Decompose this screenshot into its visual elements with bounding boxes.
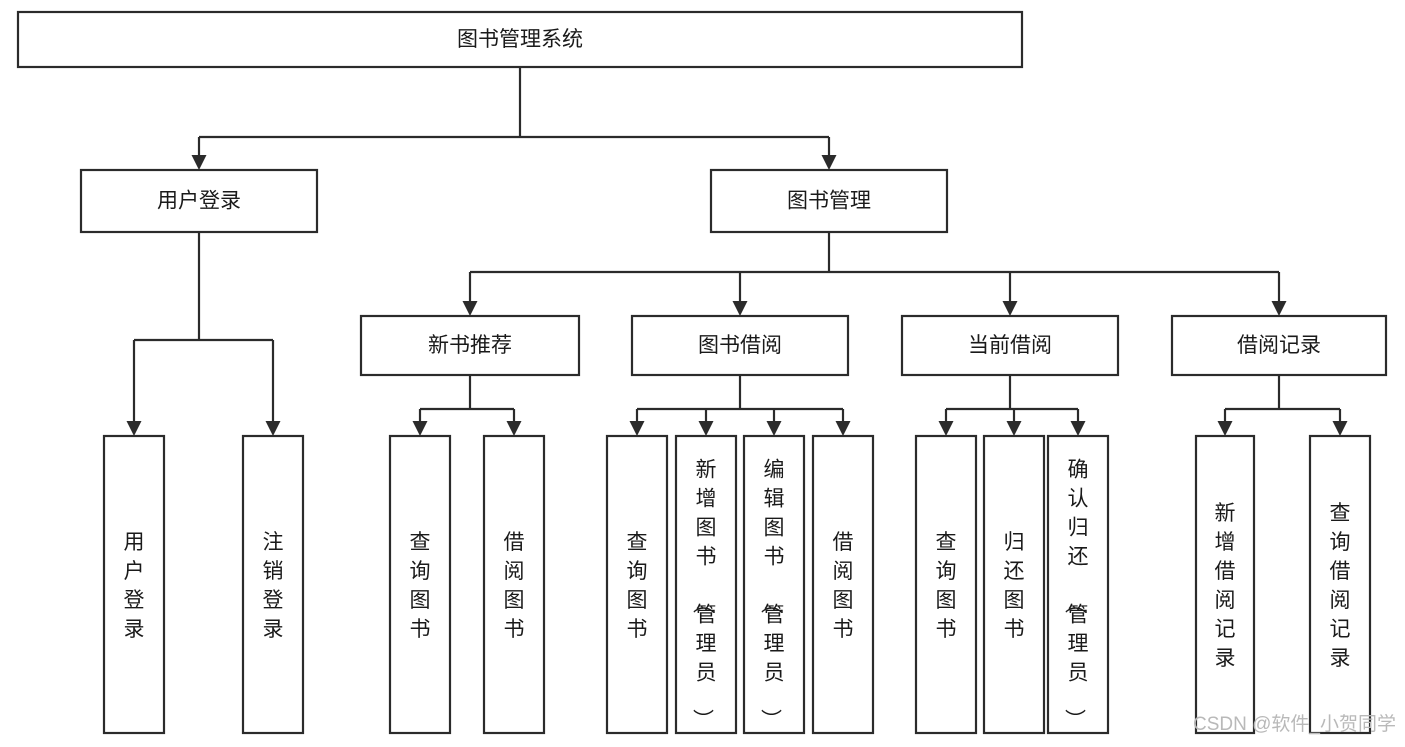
- node-e5809fe99885e59bbee4b9a6[interactable]: 借阅图书: [811, 434, 875, 735]
- node-box[interactable]: [16, 10, 1024, 69]
- node-e696b0e5a29ee59bbee4b9a6[interactable]: 新增图书（管理员）: [674, 434, 738, 735]
- node-label: 新增图书（管理员）: [691, 459, 717, 730]
- node-box[interactable]: [1170, 314, 1388, 377]
- node-box[interactable]: [388, 434, 452, 735]
- node-e69fa5e8afa2e59bbee4b9a6[interactable]: 查询图书: [605, 434, 669, 735]
- node-e5809fe99885e8aeb0e5bd95[interactable]: 借阅记录: [1170, 314, 1388, 377]
- node-label: 查询图书: [410, 531, 431, 641]
- node-label: 用户登录: [157, 190, 241, 213]
- node-e59bbee4b9a6e5809fe99885[interactable]: 图书借阅: [630, 314, 850, 377]
- arrow-head-icon: [1002, 301, 1018, 316]
- node-label: 查询图书: [627, 531, 648, 641]
- node-e794a8e688b7e799bbe5bd95[interactable]: 用户登录: [79, 168, 319, 234]
- node-label: 归还图书: [1004, 531, 1025, 641]
- node-label: 借阅记录: [1237, 334, 1321, 357]
- node-e696b0e4b9a6e68ea8e88d90[interactable]: 新书推荐: [359, 314, 581, 377]
- node-e59bbee4b9a6e7aea1e79086[interactable]: 图书管理系统: [16, 10, 1024, 69]
- arrow-head-icon: [821, 155, 837, 170]
- arrow-head-icon: [938, 421, 954, 436]
- node-box[interactable]: [241, 434, 305, 735]
- node-e69fa5e8afa2e59bbee4b9a6[interactable]: 查询图书: [388, 434, 452, 735]
- node-box[interactable]: [982, 434, 1046, 735]
- node-label: 图书管理系统: [457, 28, 583, 51]
- node-e5809fe99885e59bbee4b9a6[interactable]: 借阅图书: [482, 434, 546, 735]
- node-e5bd93e5898de5809fe99885[interactable]: 当前借阅: [900, 314, 1120, 377]
- node-box[interactable]: [900, 314, 1120, 377]
- arrow-head-icon: [1217, 421, 1233, 436]
- node-label: 当前借阅: [968, 334, 1052, 357]
- arrow-head-icon: [1006, 421, 1022, 436]
- arrow-head-icon: [766, 421, 782, 436]
- arrow-head-icon: [126, 421, 142, 436]
- arrow-head-icon: [698, 421, 714, 436]
- watermark-label: CSDN @软件_小贺同学: [1193, 713, 1396, 735]
- node-e7bc96e8be91e59bbee4b9a6[interactable]: 编辑图书（管理员）: [742, 434, 806, 735]
- node-box[interactable]: [630, 314, 850, 377]
- node-label: 借阅图书: [833, 531, 854, 641]
- node-e69fa5e8afa2e59bbee4b9a6[interactable]: 查询图书: [914, 434, 978, 735]
- node-box[interactable]: [79, 168, 319, 234]
- arrow-head-icon: [265, 421, 281, 436]
- node-box[interactable]: [811, 434, 875, 735]
- node-label: 借阅图书: [504, 531, 525, 641]
- node-box[interactable]: [102, 434, 166, 735]
- arrow-head-icon: [462, 301, 478, 316]
- node-box[interactable]: [1194, 434, 1256, 735]
- arrow-head-icon: [191, 155, 207, 170]
- node-box[interactable]: [359, 314, 581, 377]
- node-label: 图书借阅: [698, 334, 782, 357]
- node-e696b0e5a29ee5809fe99885[interactable]: 新增借阅记录: [1194, 434, 1256, 735]
- node-label: 查询借阅记录: [1330, 502, 1351, 670]
- node-e7a1aee8aea4e5bd92e8bf98[interactable]: 确认归还（管理员）: [1046, 434, 1110, 735]
- connector-layer: [126, 67, 1348, 436]
- node-box[interactable]: [914, 434, 978, 735]
- node-label: 新增借阅记录: [1215, 502, 1236, 670]
- node-e6b3a8e99480e799bbe5bd95[interactable]: 注销登录: [241, 434, 305, 735]
- node-label: 用户登录: [124, 531, 145, 641]
- arrow-head-icon: [506, 421, 522, 436]
- node-label: 编辑图书（管理员）: [759, 459, 785, 730]
- arrow-head-icon: [629, 421, 645, 436]
- node-e69fa5e8afa2e5809fe99885[interactable]: 查询借阅记录: [1308, 434, 1372, 735]
- node-e5bd92e8bf98e59bbee4b9a6[interactable]: 归还图书: [982, 434, 1046, 735]
- node-e794a8e688b7e799bbe5bd95[interactable]: 用户登录: [102, 434, 166, 735]
- node-label: 查询图书: [936, 531, 957, 641]
- node-label: 新书推荐: [428, 334, 512, 357]
- node-box[interactable]: [482, 434, 546, 735]
- arrow-head-icon: [835, 421, 851, 436]
- arrow-head-icon: [732, 301, 748, 316]
- node-label: 图书管理: [787, 190, 871, 213]
- node-box[interactable]: [1308, 434, 1372, 735]
- node-box[interactable]: [742, 434, 806, 735]
- arrow-head-icon: [1070, 421, 1086, 436]
- arrow-head-icon: [1271, 301, 1287, 316]
- node-box[interactable]: [1046, 434, 1110, 735]
- node-box[interactable]: [709, 168, 949, 234]
- arrow-head-icon: [412, 421, 428, 436]
- node-label: 注销登录: [263, 531, 284, 641]
- arrow-head-icon: [1332, 421, 1348, 436]
- node-box[interactable]: [674, 434, 738, 735]
- node-box[interactable]: [605, 434, 669, 735]
- node-e59bbee4b9a6e7aea1e79086[interactable]: 图书管理: [709, 168, 949, 234]
- node-layer: 图书管理系统用户登录用户登录注销登录图书管理新书推荐查询图书借阅图书图书借阅查询…: [16, 10, 1388, 735]
- node-label: 确认归还（管理员）: [1063, 459, 1089, 730]
